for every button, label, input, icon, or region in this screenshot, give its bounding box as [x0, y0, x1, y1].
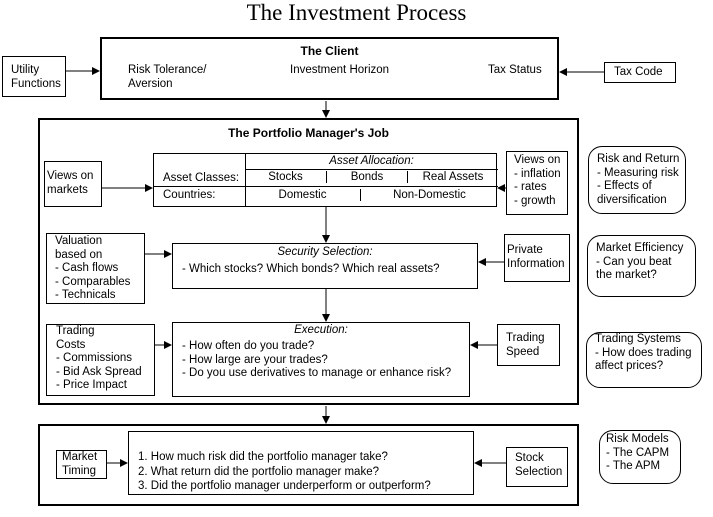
row2-label-sep [245, 186, 246, 207]
stock-selection-label: Stock Selection [515, 452, 563, 478]
trading-speed-box: Trading Speed [497, 324, 560, 366]
security-selection-text: - Which stocks? Which bonds? Which real … [182, 263, 440, 275]
country-non-domestic: Non-Domestic [393, 189, 466, 201]
execution-box: Execution: - How often do you trade? - H… [172, 322, 470, 397]
utility-functions-box: Utility Functions [2, 56, 66, 97]
market-efficiency-label: Market Efficiency - Can you beat the mar… [596, 242, 684, 281]
security-selection-title: Security Selection: [277, 246, 373, 258]
client-title: The Client [300, 44, 359, 58]
views-markets-label: Views on markets [47, 170, 94, 196]
questions-text: 1. How much risk did the portfolio manag… [138, 451, 431, 492]
risk-return-note: Risk and Return - Measuring risk - Effec… [588, 146, 686, 214]
utility-functions-label: Utility Functions [11, 64, 61, 90]
client-tax-status: Tax Status [488, 64, 542, 76]
execution-text: - How often do you trade? - How large ar… [182, 340, 452, 379]
trading-speed-label: Trading Speed [506, 332, 545, 358]
row2-top-line [154, 186, 498, 187]
row1-top-line [245, 169, 498, 170]
tax-code-box: Tax Code [604, 62, 676, 83]
views-markets-box: Views on markets [44, 161, 102, 207]
pm-title: The Portfolio Manager's Job [228, 126, 389, 140]
execution-title: Execution: [294, 324, 348, 336]
valuation-box: Valuation based on - Cash flows - Compar… [46, 233, 145, 304]
private-info-label: Private Information [507, 244, 565, 270]
asset-class-real-assets: Real Assets [422, 171, 484, 183]
stock-selection-box: Stock Selection [506, 447, 568, 487]
private-info-box: Private Information [504, 234, 570, 282]
risk-models-note: Risk Models - The CAPM - The APM [599, 430, 681, 484]
row1-label: Asset Classes: [163, 172, 240, 184]
client-box: The Client Risk Tolerance/ Aversion Inve… [100, 37, 559, 100]
views-on-label: Views on - inflation - rates - growth [514, 154, 561, 207]
client-horizon: Investment Horizon [290, 64, 390, 76]
views-on-box: Views on - inflation - rates - growth [506, 151, 568, 215]
tax-code-label: Tax Code [614, 66, 663, 78]
trading-costs-label: Trading Costs - Commissions - Bid Ask Sp… [56, 325, 142, 391]
questions-box: 1. How much risk did the portfolio manag… [128, 431, 474, 495]
trading-systems-label: Trading Systems - How does trading affec… [595, 333, 692, 372]
risk-models-label: Risk Models - The CAPM - The APM [606, 433, 670, 472]
row2-label: Countries: [163, 189, 216, 201]
market-efficiency-note: Market Efficiency - Can you beat the mar… [587, 235, 696, 297]
asset-allocation-title: Asset Allocation: [329, 155, 414, 167]
row1-label-sep [245, 169, 246, 186]
market-timing-label: Market Timing [62, 451, 98, 477]
country-domestic: Domestic [245, 189, 361, 201]
risk-return-label: Risk and Return - Measuring risk - Effec… [597, 153, 680, 206]
security-selection-box: Security Selection: - Which stocks? Whic… [172, 243, 478, 289]
valuation-label: Valuation based on - Cash flows - Compar… [55, 235, 131, 301]
page-title: The Investment Process [246, 0, 467, 25]
trading-costs-box: Trading Costs - Commissions - Bid Ask Sp… [46, 324, 155, 396]
asset-allocation-box: Asset Allocation: Asset Classes: Stocks … [153, 153, 498, 207]
market-timing-box: Market Timing [56, 450, 107, 479]
asset-allocation-title-sep [245, 154, 246, 169]
trading-systems-note: Trading Systems - How does trading affec… [586, 332, 702, 388]
client-risk: Risk Tolerance/ Aversion [128, 64, 207, 90]
asset-class-stocks: Stocks [245, 171, 327, 183]
asset-class-bonds: Bonds [327, 171, 408, 183]
